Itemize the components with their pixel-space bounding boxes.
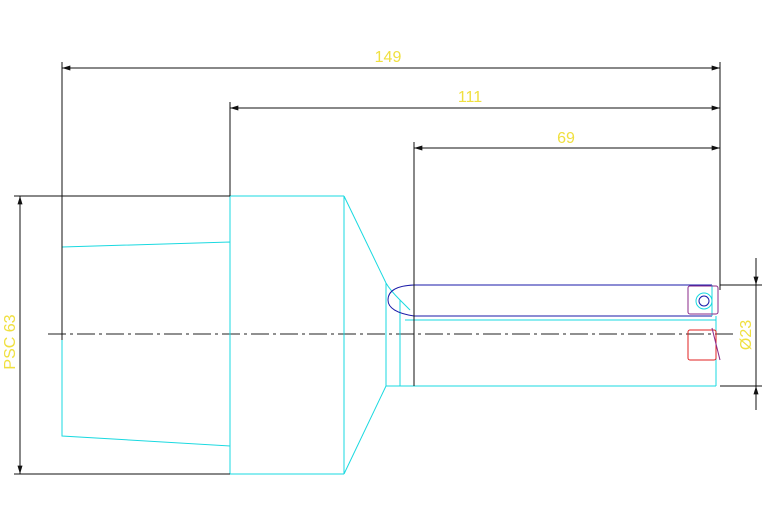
dim-bore-diameter: Ø23 [720, 258, 762, 410]
dim-mid-length: 111 [229, 89, 721, 196]
dim-overall-length-label: 149 [375, 49, 402, 66]
dim-short-length: 69 [413, 130, 721, 386]
dim-clamping-label: PSC 63 [2, 314, 19, 369]
insert-top [687, 285, 719, 315]
dim-short-length-label: 69 [557, 130, 575, 147]
dim-overall-length: 149 [61, 49, 721, 340]
boring-bar [387, 284, 717, 387]
holder-body [61, 195, 414, 475]
insert-bottom [687, 327, 721, 361]
dim-bore-diameter-label: Ø23 [738, 320, 755, 350]
dim-clamping: PSC 63 [2, 195, 230, 475]
dim-mid-length-label: 111 [458, 89, 482, 106]
